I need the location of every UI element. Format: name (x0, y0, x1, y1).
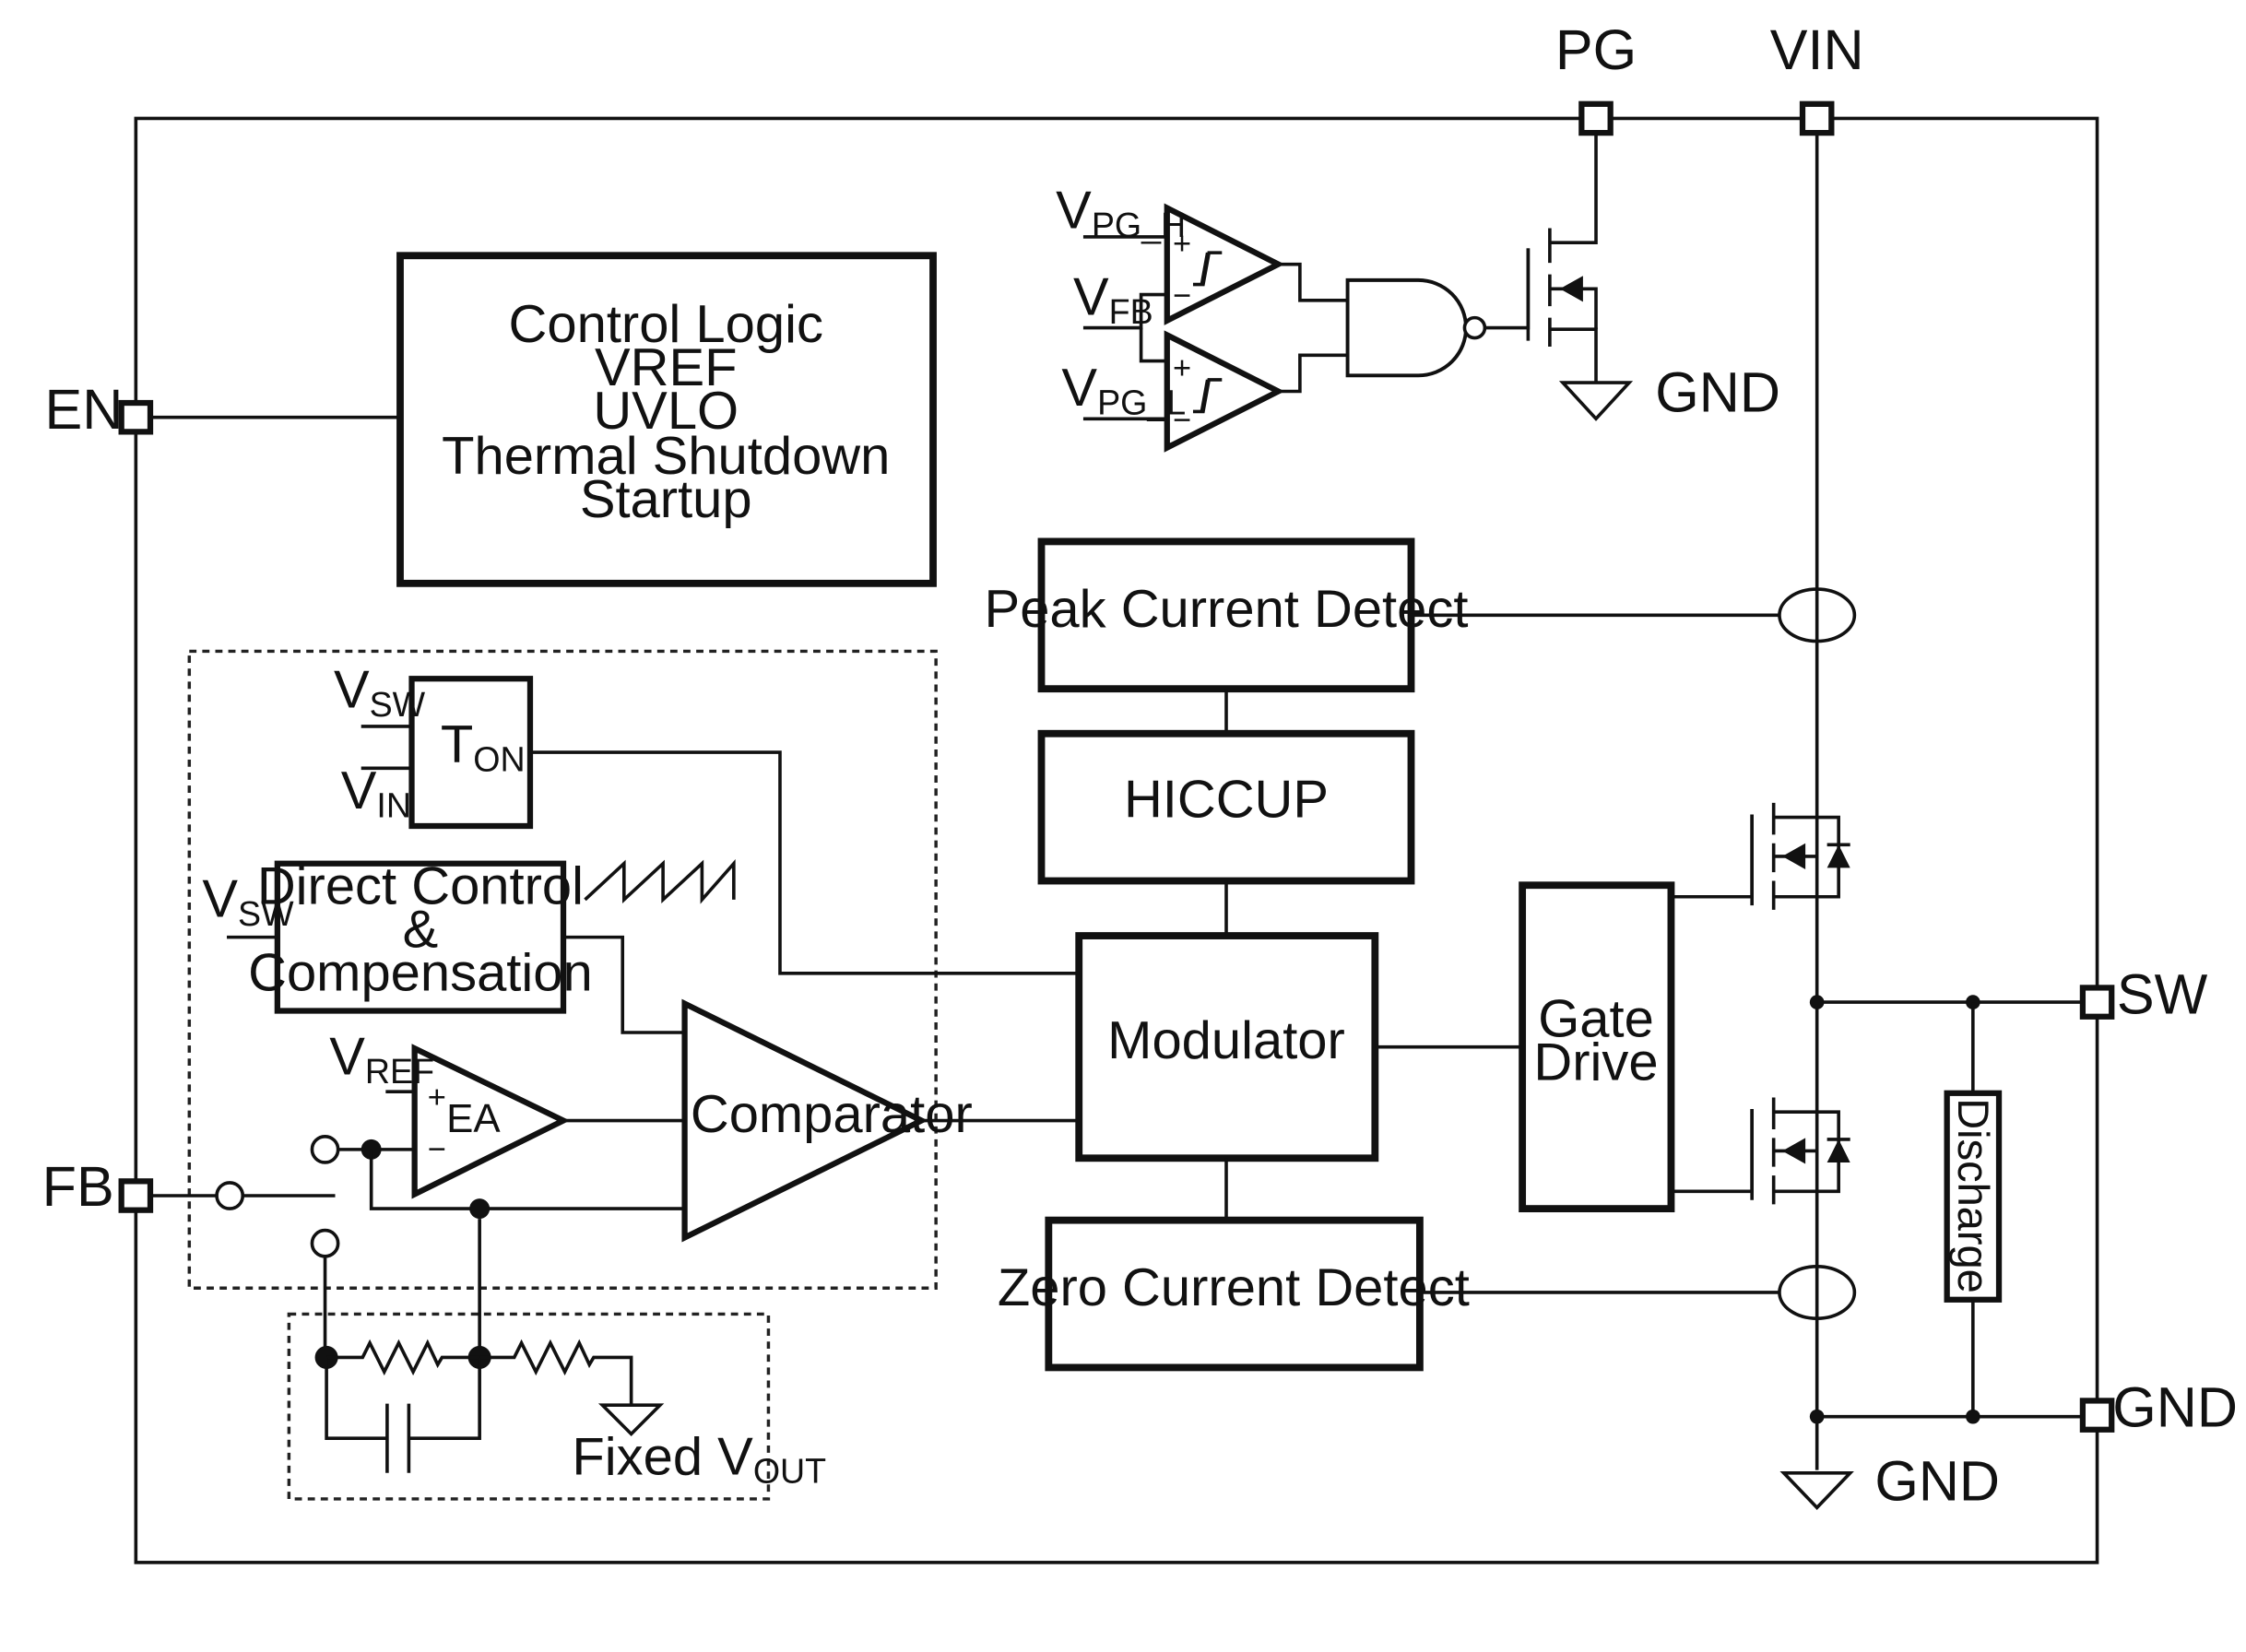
fixed-vout-label: Fixed VOUT (572, 1427, 826, 1490)
ramp-waveform (584, 858, 736, 904)
pin-gnd-label: GND (2112, 1376, 2238, 1439)
fb-selector-switch (150, 1134, 340, 1258)
direct-control-vsw-label: VSW (202, 870, 294, 933)
gate-drive-block: Gate Drive (1519, 881, 1675, 1213)
discharge-block: Discharge (1944, 1090, 2003, 1303)
pin-vin-label: VIN (1770, 18, 1864, 81)
pin-vin: VIN (1770, 18, 1864, 136)
modulator-block: Modulator (1075, 932, 1379, 1162)
fixed-vout-region (287, 1312, 771, 1501)
high-side-fet (1671, 802, 1850, 910)
pin-sw-label: SW (2117, 963, 2208, 1026)
pin-fb-label: FB (42, 1155, 114, 1218)
vpg-l-label: VPG_L (1061, 359, 1186, 421)
ton-block: TON VSW VIN (334, 661, 534, 830)
direct-control-line-3: Compensation (248, 944, 593, 1003)
pin-fb: FB (42, 1155, 154, 1218)
hiccup-block: HICCUP (1037, 729, 1415, 885)
ea-minus: − (428, 1132, 446, 1167)
fixed-vout-divider: Fixed VOUT (314, 1219, 826, 1491)
pg-ground-label: GND (1655, 360, 1780, 423)
pin-en: EN (45, 378, 154, 441)
low-side-fet (1671, 1097, 1850, 1205)
peak-current-detect-label: Peak Current Detect (985, 580, 1469, 639)
vfb-label: VFB (1073, 267, 1153, 330)
pin-sw: SW (2079, 963, 2208, 1026)
pin-pg: PG (1555, 18, 1637, 136)
control-logic-block: Control Logic VREF UVLO Thermal Shutdown… (150, 252, 937, 587)
ic-boundary (134, 116, 2099, 1564)
control-logic-line-2: VREF (595, 338, 738, 397)
ton-vin-label: VIN (341, 761, 411, 824)
gate-drive-line-1: Gate (1538, 990, 1654, 1049)
power-good-circuit: + − + − GND VPG_H VFB VPG_L (1056, 133, 1780, 453)
pg-l-plus: + (1173, 350, 1191, 385)
zero-current-detect-label: Zero Current Detect (998, 1258, 1470, 1317)
gate-drive-line-2: Drive (1533, 1033, 1658, 1092)
pg-nand-gate (1345, 277, 1468, 378)
discharge-label: Discharge (1949, 1098, 1998, 1293)
control-logic-line-4: Thermal Shutdown (442, 427, 890, 486)
control-logic-line-1: Control Logic (509, 295, 823, 354)
ea-label: EA (446, 1096, 501, 1141)
control-logic-line-5: Startup (580, 470, 752, 529)
pin-gnd: GND (2079, 1376, 2238, 1439)
pg-h-plus: + (1173, 227, 1191, 262)
pg-l-minus: − (1173, 403, 1191, 438)
pg-h-minus: − (1173, 278, 1191, 313)
peak-current-detect-block: Peak Current Detect (985, 537, 1469, 693)
power-stage: Discharge GND (1413, 133, 2083, 1513)
pg-high-comparator (1164, 203, 1285, 325)
pin-en-label: EN (45, 378, 124, 441)
pg-ground-symbol (1558, 381, 1634, 421)
direct-control-line-1: Direct Control (257, 857, 584, 916)
modulator-label: Modulator (1107, 1011, 1345, 1070)
pin-pg-label: PG (1555, 18, 1637, 81)
control-logic-line-3: UVLO (593, 382, 739, 441)
zero-current-detect-block: Zero Current Detect (998, 1216, 1470, 1372)
vref-label: VREF (329, 1027, 434, 1090)
ton-label: TON (441, 715, 526, 778)
hiccup-label: HICCUP (1124, 771, 1329, 830)
comparator-label: Comparator (691, 1085, 973, 1144)
main-ground-label: GND (1874, 1450, 2000, 1513)
ea-plus: + (428, 1080, 446, 1115)
pg-low-comparator (1164, 330, 1285, 453)
error-amplifier: + − EA VREF (329, 1027, 571, 1199)
ton-vsw-label: VSW (334, 661, 426, 724)
direct-control-line-2: & (403, 901, 439, 960)
direct-control-block: Direct Control & Compensation VSW (202, 857, 593, 1014)
main-ground-symbol (1779, 1470, 1854, 1510)
control-loop-region (187, 649, 938, 1290)
vpg-h-label: VPG_H (1056, 181, 1186, 243)
